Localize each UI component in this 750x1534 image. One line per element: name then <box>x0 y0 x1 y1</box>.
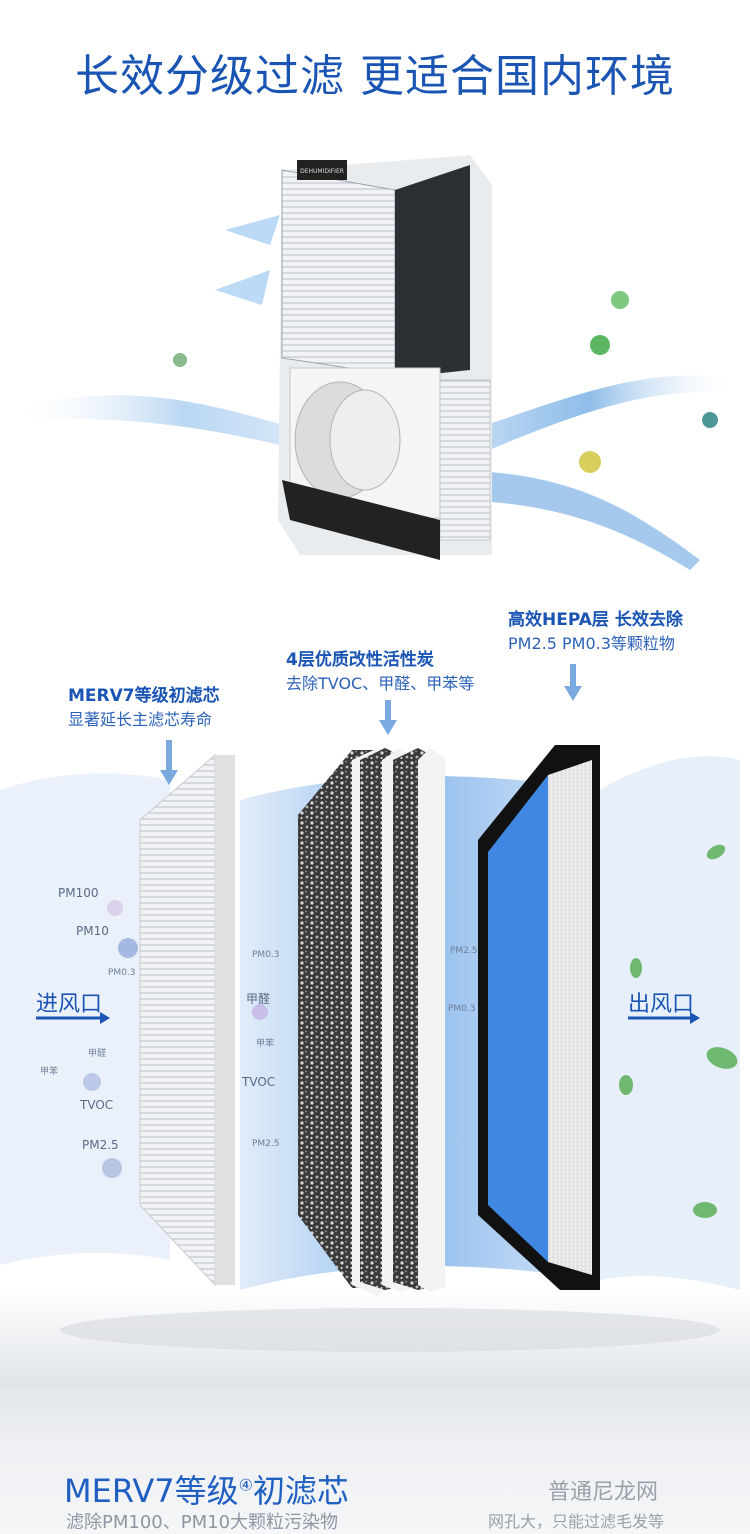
airflow-background: DEHUMIDIFIER <box>0 155 750 1390</box>
hepa-desc: PM2.5 PM0.3等颗粒物 <box>508 634 675 653</box>
compare-title: 普通尼龙网 <box>548 1480 659 1505</box>
pollutant-pm100: PM100 <box>58 886 99 900</box>
bottom-subtitle: 滤除PM100、PM10大颗粒污染物 <box>66 1512 339 1533</box>
carbon-desc: 去除TVOC、甲醛、甲苯等 <box>286 674 475 693</box>
hepa-pm25: PM2.5 <box>450 946 478 956</box>
inlet-label: 进风口 <box>36 992 103 1017</box>
pollutant-tvoc: TVOC <box>80 1098 114 1112</box>
mid-tvoc: TVOC <box>242 1075 276 1089</box>
microbe-icon <box>611 291 629 309</box>
pollutant-pm25: PM2.5 <box>82 1138 119 1152</box>
mid-formaldehyde: 甲醛 <box>246 992 271 1006</box>
mid-pm03: PM0.3 <box>252 950 280 960</box>
leaf-icons <box>619 844 738 1218</box>
activated-carbon-filters <box>298 748 445 1296</box>
footnote-mark: ④ <box>238 1475 253 1495</box>
merv7-filter-illustration <box>139 753 235 1287</box>
hepa-heading: 高效HEPA层 长效去除 <box>508 610 683 630</box>
compare-subtitle: 网孔大，只能过滤毛发等 <box>488 1512 665 1531</box>
mid-pm25: PM2.5 <box>252 1139 280 1149</box>
merv-desc: 显著延长主滤芯寿命 <box>68 710 213 729</box>
pollutant-pm10: PM10 <box>76 924 109 938</box>
hepa-pm03: PM0.3 <box>448 1004 476 1014</box>
pollutant-pm03: PM0.3 <box>108 968 136 978</box>
bottom-section <box>0 1388 750 1534</box>
dehumidifier-illustration: DEHUMIDIFIER <box>278 155 492 560</box>
merv-heading: MERV7等级初滤芯 <box>68 686 220 706</box>
bottom-title: MERV7等级④初滤芯 <box>64 1472 349 1510</box>
mid-toluene: 甲苯 <box>256 1039 275 1049</box>
outlet-label: 出风口 <box>628 992 695 1017</box>
pollutant-formaldehyde: 甲醛 <box>88 1049 107 1059</box>
device-brand: DEHUMIDIFIER <box>300 168 344 175</box>
hepa-filter-illustration <box>478 745 600 1290</box>
carbon-heading: 4层优质改性活性炭 <box>286 650 434 670</box>
page-title: 长效分级过滤 更适合国内环境 <box>75 51 675 102</box>
pollutant-toluene: 甲苯 <box>40 1067 59 1077</box>
down-arrow-icons <box>160 664 582 785</box>
